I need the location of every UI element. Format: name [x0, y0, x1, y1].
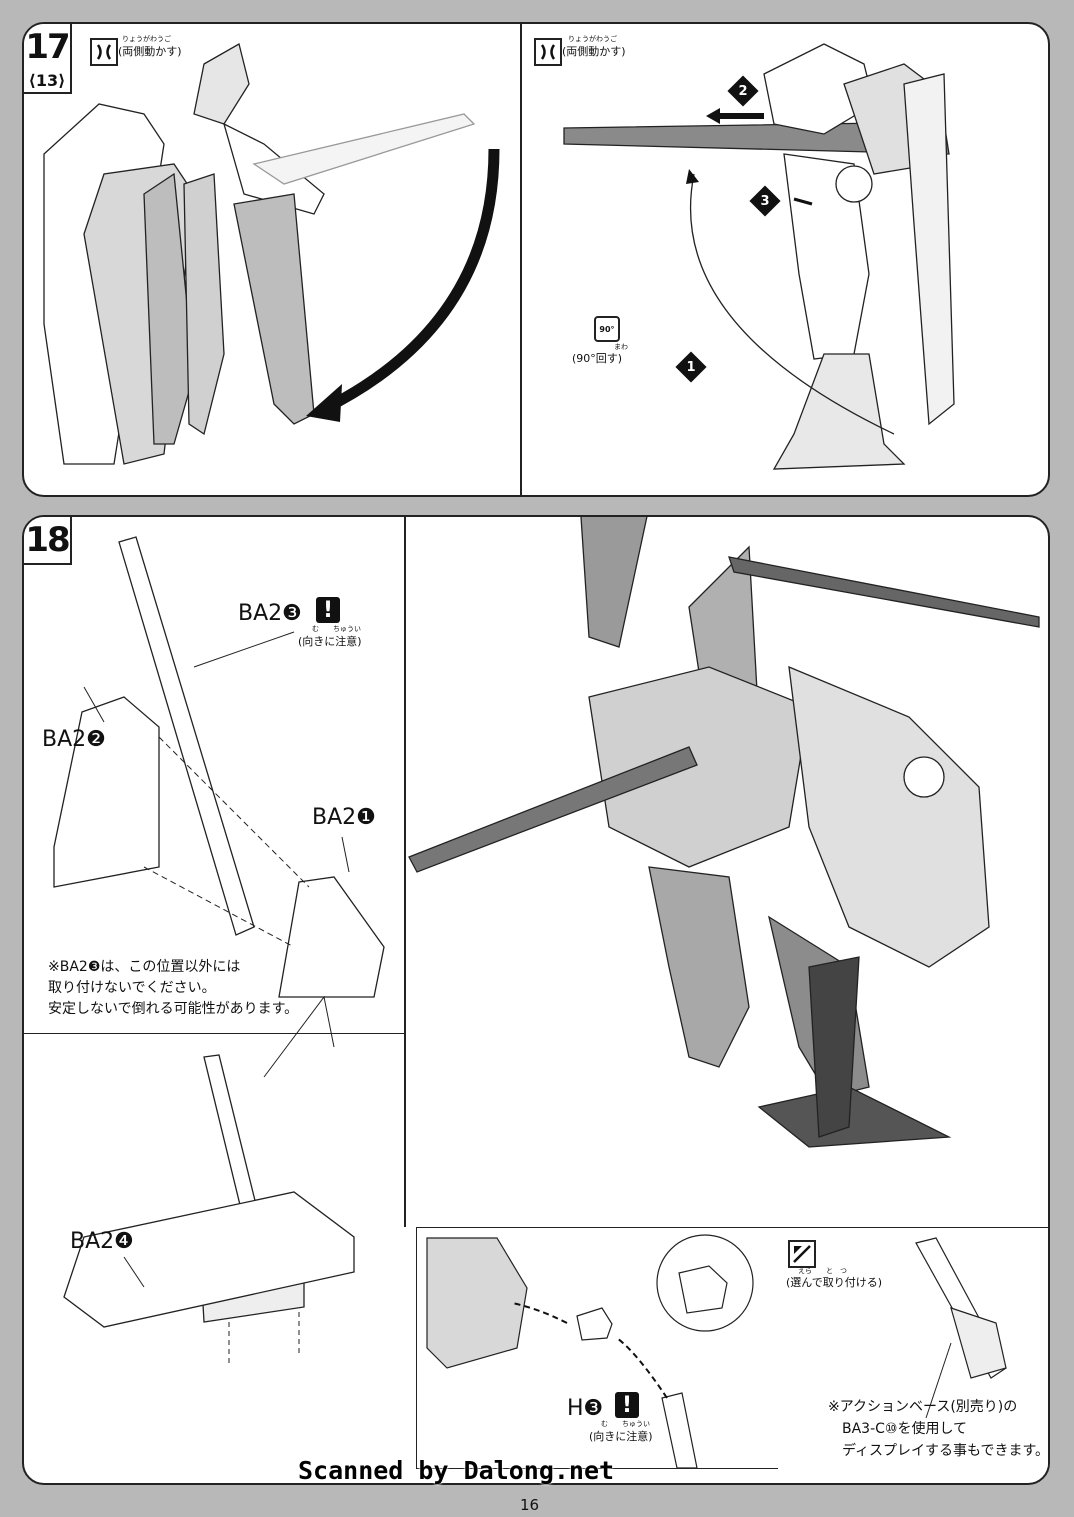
left-instruction-ruby: りょうがわうご [122, 35, 171, 43]
rotate-90-icon: 90° [594, 316, 620, 342]
step-17-number: 17 [24, 24, 72, 72]
part-ba2-4-label: BA2❹ [70, 1229, 134, 1254]
step-3-marker: 3 [749, 185, 781, 217]
caution-mark-2: ! [615, 1392, 639, 1418]
action-base-note: ※アクションベース(別売り)の BA3-C⑩を使用して ディスプレイする事もでき… [828, 1396, 1050, 1462]
rifle-rotate-illustration [563, 43, 955, 470]
left-instruction-text: (両側動かす) [118, 45, 182, 58]
choose-ruby: えら と つ [798, 1267, 847, 1275]
caution-text-1: (向きに注意) [298, 635, 362, 648]
step-17-panel: 17 ⟨13⟩ りょうがわうご (両側動かす) りょうがわうご [22, 22, 1050, 497]
rotate-90-icon-text: 90° [599, 324, 615, 334]
action-base-note-line-1: ※アクションベース(別売り)の [828, 1399, 1018, 1415]
choose-option-icon [788, 1240, 816, 1268]
step-2-marker-label: 2 [738, 83, 748, 99]
rotate-90-ruby: まわ [614, 343, 628, 351]
step-2-marker: 2 [727, 75, 759, 107]
move-both-sides-icon [90, 38, 118, 66]
move-both-sides-icon-2 [534, 38, 562, 66]
step-18-number: 18 [24, 517, 72, 565]
ba2-3-warning-note-line-2: 取り付けないでください。 [48, 980, 216, 996]
ba2-3-warning-note-line-3: 安定しないで倒れる可能性があります。 [48, 1001, 299, 1017]
right-instruction-ruby: りょうがわうご [568, 35, 617, 43]
part-ba2-2-label: BA2❷ [42, 727, 106, 752]
step-3-marker-label: 3 [760, 193, 770, 209]
move-both-sides-icon-2-glyph [540, 44, 556, 60]
caution-mark-1: ! [316, 597, 340, 623]
completed-model-display-illustration [408, 517, 1040, 1148]
rotate-90-label: (90°回す) [572, 352, 623, 365]
action-base-note-line-2: BA3-C⑩を使用して [842, 1421, 968, 1437]
action-base-note-line-3: ディスプレイする事もできます。 [842, 1443, 1050, 1459]
part-ba2-3-label: BA2❸ [238, 601, 302, 626]
step-17-divider [520, 24, 522, 495]
part-ba2-1-label: BA2❶ [312, 805, 376, 830]
h3-attachment-illustration [426, 1234, 754, 1469]
h3-attachment-detail-box: H❸ ! む ちゅうい (向きに注意) [416, 1227, 778, 1469]
right-instruction-text: (両側動かす) [562, 45, 626, 58]
caution-icon: ! [316, 597, 340, 623]
step-18-panel: 18 BA2❸ ! む ちゅうい (向きに注意) BA2❷ BA2❶ ※BA2❸… [22, 515, 1050, 1485]
scan-credit: Scanned by Dalong.net [298, 1456, 615, 1485]
choose-label: (選んで取り付ける) [786, 1276, 883, 1289]
stand-assembly-illustration [53, 536, 385, 998]
ba2-3-warning-note: ※BA2❸は、この位置以外には 取り付けないでください。 安定しないで倒れる可能… [48, 957, 298, 1020]
step-18-horizontal-divider [24, 1033, 406, 1034]
step-18-vertical-divider [404, 517, 406, 1227]
step-17-subref: ⟨13⟩ [24, 68, 72, 94]
part-h3-label: H❸ [567, 1396, 604, 1421]
wing-unfold-illustration [43, 43, 500, 465]
page-number: 16 [520, 1496, 540, 1514]
caution-text-2: (向きに注意) [589, 1430, 653, 1443]
action-base-illustration [915, 1237, 1007, 1419]
caution-ruby-2: む ちゅうい [601, 1420, 650, 1428]
step-1-marker-label: 1 [686, 359, 696, 375]
caution-icon-2: ! [615, 1392, 639, 1418]
alternative-display-box: えら と つ (選んで取り付ける) ※アクションベース(別売り)の BA3-C⑩… [776, 1227, 1050, 1468]
choose-option-icon-glyph [793, 1245, 811, 1263]
caution-ruby-1: む ちゅうい [312, 625, 361, 633]
move-both-sides-icon-glyph [96, 44, 112, 60]
assembled-stand-illustration [63, 995, 355, 1367]
step-1-marker: 1 [675, 351, 707, 383]
ba2-3-warning-note-line-1: ※BA2❸は、この位置以外には [48, 959, 241, 975]
